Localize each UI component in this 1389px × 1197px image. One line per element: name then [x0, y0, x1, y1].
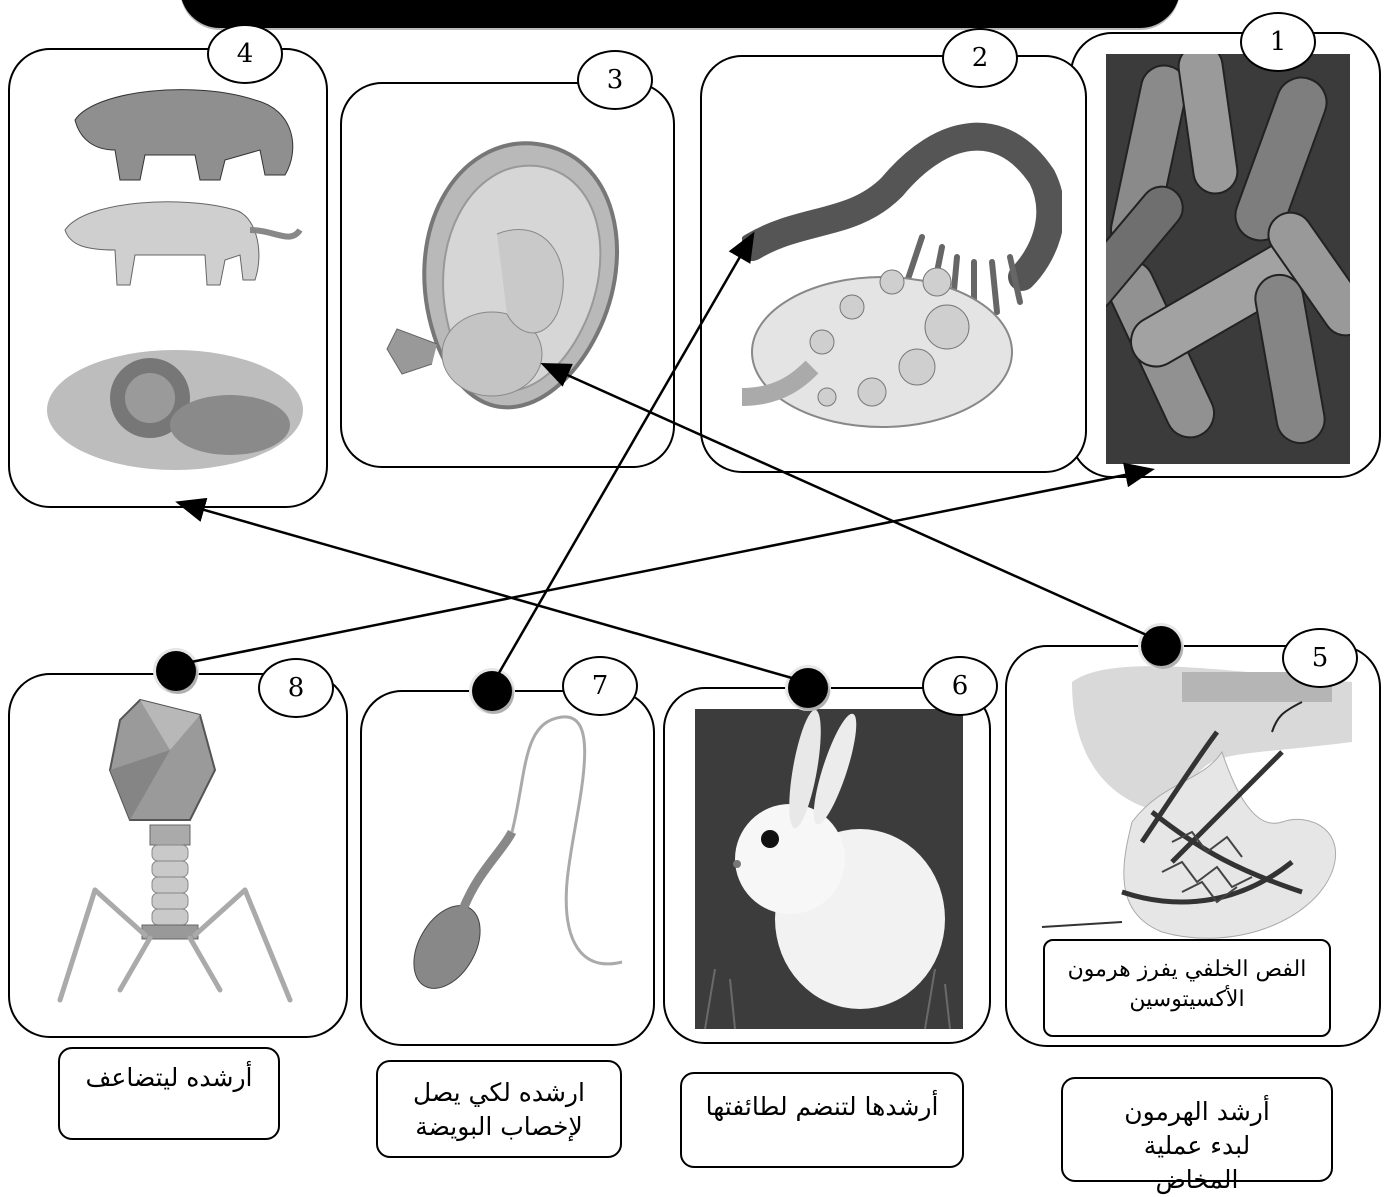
arrow-6-to-4: [180, 503, 806, 682]
arrow-5-to-3: [545, 365, 1160, 641]
arrow-7-to-2: [492, 236, 752, 685]
arrow-8-to-1: [176, 470, 1150, 665]
